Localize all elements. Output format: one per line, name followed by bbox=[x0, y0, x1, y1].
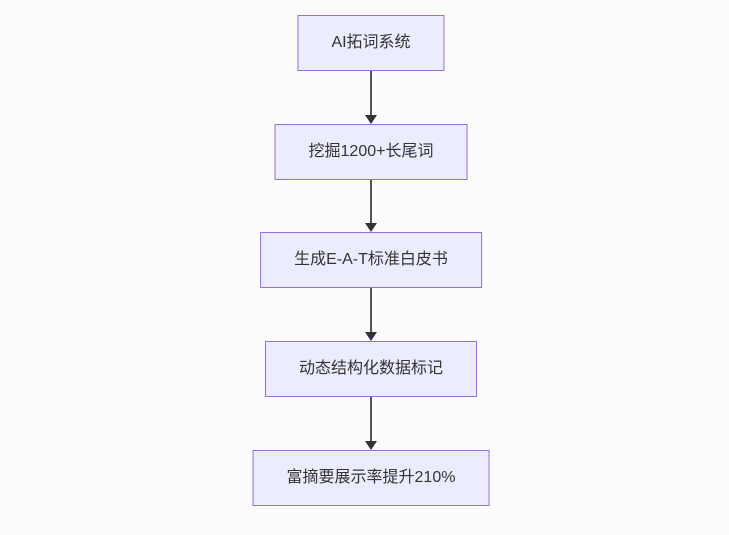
node-label: 挖掘1200+长尾词 bbox=[308, 143, 434, 160]
flowchart-node-eat-whitepaper: 生成E-A-T标准白皮书 bbox=[260, 232, 482, 288]
flowchart-node-structured-data: 动态结构化数据标记 bbox=[264, 341, 478, 397]
node-label: AI拓词系统 bbox=[331, 34, 411, 51]
arrow-head-icon bbox=[365, 115, 377, 124]
flowchart-node-rich-snippet-result: 富摘要展示率提升210% bbox=[252, 450, 490, 506]
flowchart-node-ai-system: AI拓词系统 bbox=[297, 15, 445, 71]
node-label: 动态结构化数据标记 bbox=[298, 360, 444, 377]
arrow-line bbox=[370, 71, 372, 115]
flowchart-node-longtail-keywords: 挖掘1200+长尾词 bbox=[274, 124, 468, 180]
arrow-line bbox=[370, 180, 372, 223]
arrow-head-icon bbox=[365, 332, 377, 341]
node-label: 富摘要展示率提升210% bbox=[286, 469, 456, 486]
arrow-line bbox=[370, 288, 372, 332]
arrow-head-icon bbox=[365, 441, 377, 450]
arrow-head-icon bbox=[365, 223, 377, 232]
arrow-line bbox=[370, 397, 372, 441]
node-label: 生成E-A-T标准白皮书 bbox=[294, 251, 448, 268]
